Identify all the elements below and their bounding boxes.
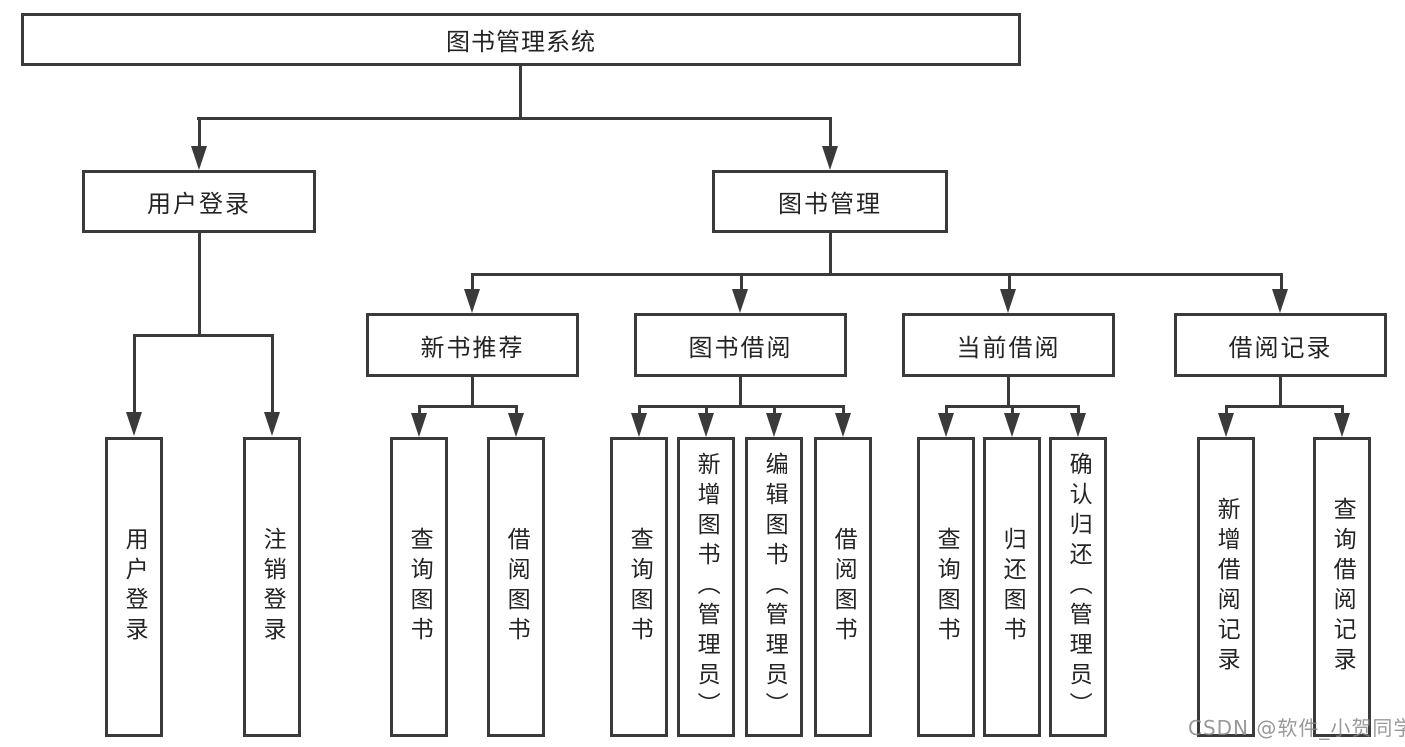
connector-stem <box>740 273 743 291</box>
connector-stem <box>1341 405 1344 415</box>
node-library-system: 图书管理系统 <box>21 13 1021 66</box>
leaf-add-books-admin: 新增图书（管理员） <box>677 437 735 737</box>
leaf-query-books-borrow: 查询图书 <box>610 437 668 737</box>
leaf-edit-books-admin: 编辑图书（管理员） <box>745 437 803 737</box>
node-book-borrow: 图书借阅 <box>634 313 847 377</box>
arrow-down-icon <box>1070 413 1086 437</box>
connector-user-login-drop <box>198 233 201 337</box>
leaf-borrow-books: 借阅图书 <box>814 437 872 737</box>
node-book-management: 图书管理 <box>712 170 948 233</box>
connector-root-split <box>197 117 831 120</box>
arrow-down-icon <box>508 413 524 437</box>
connector-stem <box>271 334 274 413</box>
arrow-down-icon <box>126 412 142 436</box>
leaf-query-books-current: 查询图书 <box>917 437 975 737</box>
connector-records-split <box>1225 405 1343 408</box>
connector-borrow-split <box>638 405 845 408</box>
arrow-down-icon <box>1272 289 1288 313</box>
arrow-down-icon <box>835 413 851 437</box>
connector-stem <box>418 405 421 415</box>
connector-stem <box>638 405 641 415</box>
arrow-down-icon <box>1334 413 1350 437</box>
leaf-add-borrow-record: 新增借阅记录 <box>1197 437 1255 737</box>
leaf-user-login: 用户登录 <box>105 437 163 737</box>
connector-stem <box>1077 405 1080 415</box>
connector-stem <box>1011 405 1014 415</box>
csdn-watermark: CSDN @软件_小贺同学 <box>1188 716 1405 740</box>
connector-stem <box>515 405 518 415</box>
arrow-down-icon <box>631 413 647 437</box>
node-current-borrow: 当前借阅 <box>902 313 1115 377</box>
connector-stem <box>945 405 948 415</box>
connector-stem <box>133 334 136 413</box>
connector-stem <box>1280 273 1283 291</box>
connector-stem <box>198 117 201 148</box>
leaf-borrow-books-recommend: 借阅图书 <box>487 437 545 737</box>
leaf-query-borrow-record: 查询借阅记录 <box>1313 437 1371 737</box>
connector-book-mgmt-drop <box>829 233 832 276</box>
arrow-down-icon <box>732 289 748 313</box>
arrow-down-icon <box>1004 413 1020 437</box>
connector-book-mgmt-split <box>471 273 1282 276</box>
arrow-down-icon <box>698 413 714 437</box>
connector-stem <box>829 117 832 148</box>
connector-user-login-split <box>133 334 273 337</box>
connector-stem <box>773 405 776 415</box>
connector-stem <box>1225 405 1228 415</box>
arrow-down-icon <box>822 146 838 170</box>
connector-stem <box>471 273 474 291</box>
connector-stem <box>842 405 845 415</box>
connector-root-drop <box>519 66 522 120</box>
leaf-return-books: 归还图书 <box>983 437 1041 737</box>
arrow-down-icon <box>766 413 782 437</box>
connector-records-drop <box>1279 377 1282 408</box>
leaf-confirm-return-admin: 确认归还（管理员） <box>1049 437 1107 737</box>
arrow-down-icon <box>1000 289 1016 313</box>
arrow-down-icon <box>1218 413 1234 437</box>
arrow-down-icon <box>411 413 427 437</box>
connector-current-drop <box>1007 377 1010 408</box>
node-new-book-recommend: 新书推荐 <box>366 313 579 377</box>
connector-stem <box>705 405 708 415</box>
arrow-down-icon <box>464 289 480 313</box>
arrow-down-icon <box>938 413 954 437</box>
connector-stem <box>1008 273 1011 291</box>
connector-borrow-drop <box>739 377 742 408</box>
leaf-query-books-recommend: 查询图书 <box>390 437 448 737</box>
node-borrow-records: 借阅记录 <box>1174 313 1387 377</box>
arrow-down-icon <box>264 412 280 436</box>
leaf-logout: 注销登录 <box>243 437 301 737</box>
node-user-login: 用户登录 <box>82 170 316 233</box>
connector-recommend-drop <box>471 377 474 408</box>
connector-recommend-split <box>418 405 518 408</box>
arrow-down-icon <box>191 146 207 170</box>
